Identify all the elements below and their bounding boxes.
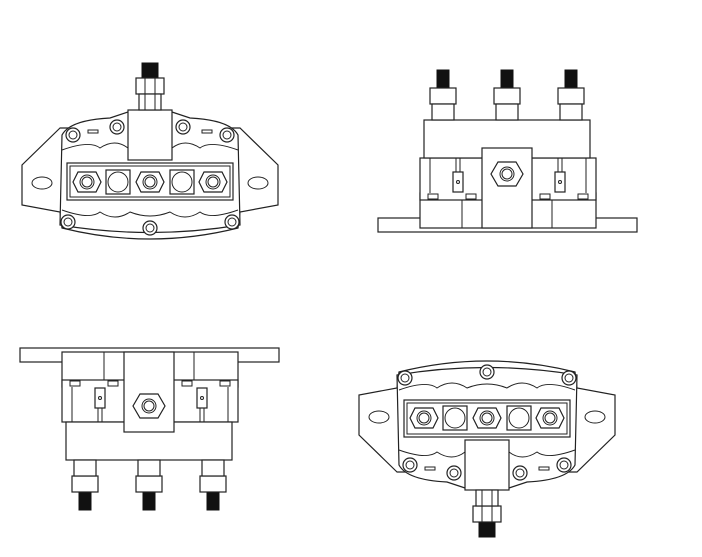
face-view-top bbox=[21, 62, 279, 240]
side-view-top bbox=[377, 69, 638, 233]
face-view-bottom bbox=[358, 360, 616, 538]
side-view-bottom bbox=[19, 347, 280, 511]
